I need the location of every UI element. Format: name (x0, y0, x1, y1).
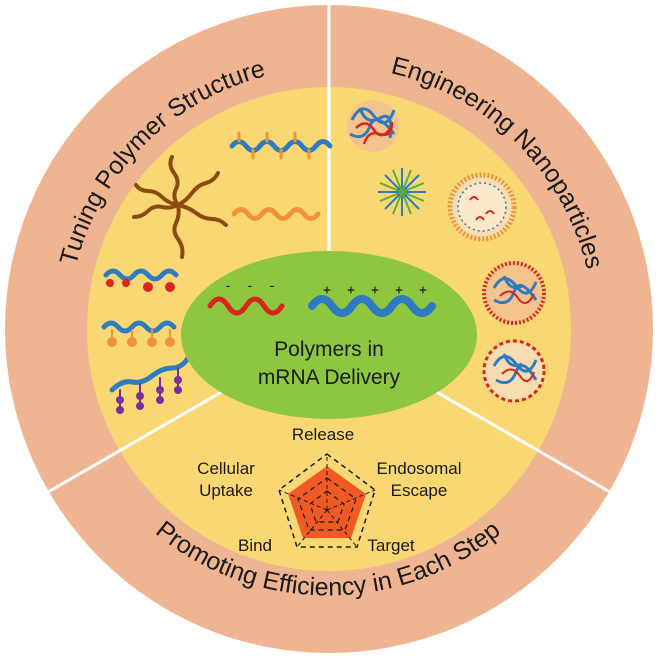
center-ellipse (181, 251, 477, 419)
charge-pos-2: + (347, 283, 355, 298)
radar-spokes (278, 454, 376, 548)
negative-charges: - - - (224, 279, 276, 294)
bead-polymer-purple-icon (109, 355, 191, 414)
coated-polyplex-icon (482, 261, 546, 325)
radar-label-endosomal: Endosomal (376, 459, 461, 478)
bead-polymer-orange-icon (101, 320, 177, 347)
center-title-line1: Polymers in (274, 338, 384, 361)
radar-outline-mid (297, 477, 357, 531)
nanoparticles (347, 100, 546, 403)
charge-pos-4: + (395, 283, 403, 298)
micelle-icon (378, 168, 426, 216)
polymer-structures (101, 131, 333, 414)
radar-outline-outer (278, 453, 376, 548)
radar-chart (278, 453, 376, 548)
center-title-line2: mRNA Delivery (258, 366, 401, 389)
charge-neg-1: - (224, 279, 232, 294)
radar-label-bind: Bind (238, 536, 272, 555)
charge-pos-3: + (371, 283, 379, 298)
radar-label-uptake: Uptake (199, 481, 253, 500)
bead-polymer-red-icon (103, 268, 179, 292)
linear-polymer-icon (231, 207, 321, 221)
charge-neg-2: - (246, 279, 254, 294)
cationic-polymer-icon (308, 295, 436, 317)
radar-label-cellular: Cellular (197, 459, 255, 478)
radar-label-escape: Escape (391, 481, 448, 500)
star-polymer-icon (132, 155, 228, 259)
charge-pos-5: + (419, 283, 427, 298)
radar-label-release: Release (292, 425, 354, 444)
shell-polyplex-icon (482, 339, 546, 403)
brush-polymer-icon (229, 131, 333, 160)
charge-neg-3: - (268, 279, 276, 294)
positive-charges: + + + + + (323, 283, 427, 298)
vesicle-icon (447, 172, 517, 242)
radar-label-target: Target (367, 536, 415, 555)
mrna-strand-icon (207, 296, 285, 316)
radar-outline-inner (309, 490, 345, 523)
charge-pos-1: + (323, 283, 331, 298)
polyplex-icon (347, 100, 399, 152)
